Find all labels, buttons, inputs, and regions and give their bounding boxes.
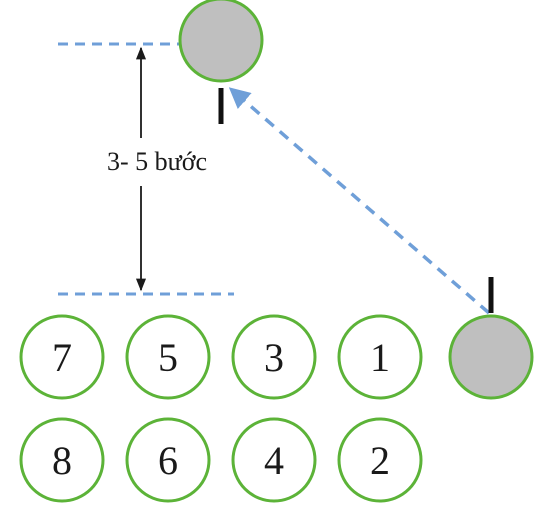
position-circle-4 xyxy=(231,417,317,503)
position-circle-8 xyxy=(19,417,105,503)
numbered-positions: 7 5 3 1 8 6 4 2 xyxy=(19,314,423,503)
target-marker xyxy=(178,0,264,83)
position-circle-1 xyxy=(337,314,423,400)
distance-label: 3- 5 bước xyxy=(107,147,207,176)
position-label-3: 3 xyxy=(264,335,284,380)
movement-arrow xyxy=(228,87,491,315)
position-label-6: 6 xyxy=(158,438,178,483)
position-circle-7 xyxy=(19,314,105,400)
position-label-1: 1 xyxy=(370,335,390,380)
position-circle-3 xyxy=(231,314,317,400)
position-label-8: 8 xyxy=(52,438,72,483)
position-circle-5 xyxy=(125,314,211,400)
position-circle-6 xyxy=(125,417,211,503)
start-marker xyxy=(448,314,534,400)
position-label-2: 2 xyxy=(370,438,390,483)
position-label-4: 4 xyxy=(264,438,284,483)
position-label-5: 5 xyxy=(158,335,178,380)
position-circle-2 xyxy=(337,417,423,503)
position-label-7: 7 xyxy=(52,335,72,380)
